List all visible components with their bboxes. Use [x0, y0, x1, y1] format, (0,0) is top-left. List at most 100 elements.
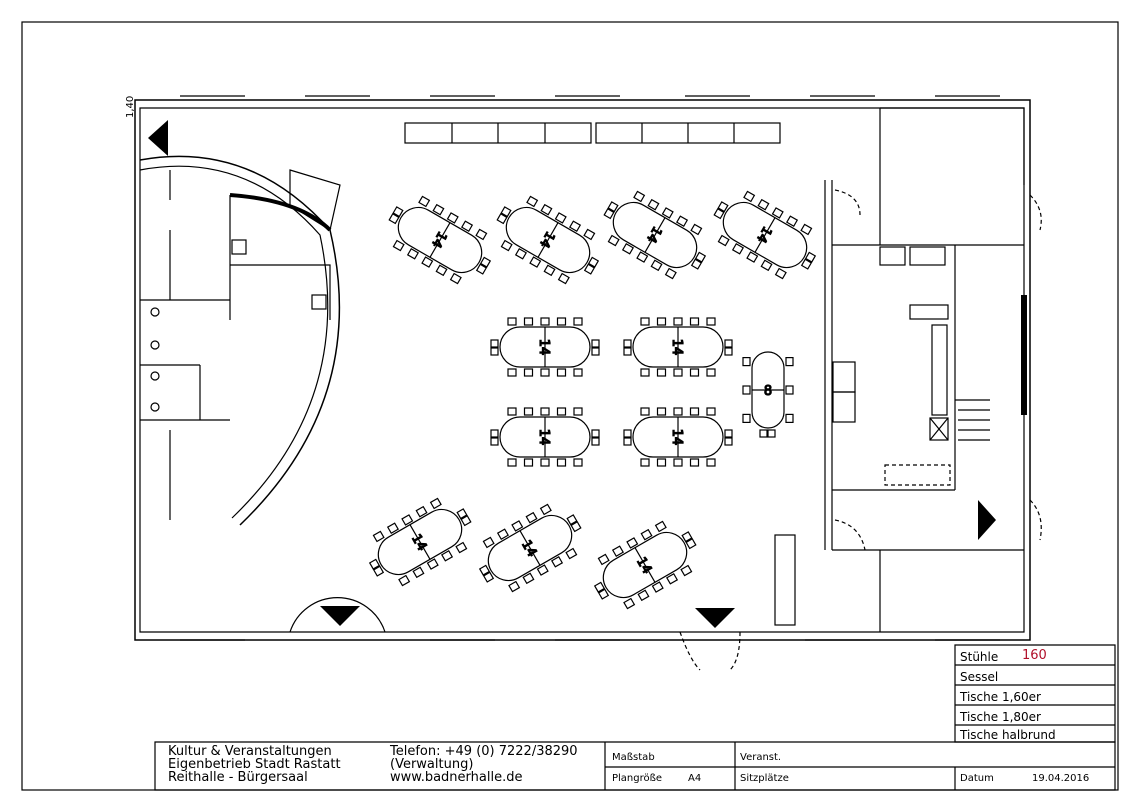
chair: [522, 572, 535, 585]
chair: [623, 597, 636, 610]
chair: [654, 520, 667, 533]
chair: [507, 317, 517, 326]
chair: [760, 259, 773, 272]
chair: [573, 407, 583, 416]
chair: [690, 258, 703, 270]
chair: [680, 564, 693, 577]
table-label: 8: [764, 384, 772, 399]
chair: [636, 251, 649, 263]
chair: [633, 190, 646, 203]
chair: [456, 508, 468, 520]
chair: [511, 520, 524, 532]
chair: [757, 198, 770, 211]
chair: [432, 203, 445, 216]
chair: [566, 514, 578, 526]
org-line-1: Kultur & Veranstaltungen: [168, 744, 332, 759]
chair: [507, 407, 517, 416]
chair: [557, 272, 570, 285]
chair: [673, 407, 683, 416]
chair: [621, 242, 634, 255]
chair: [565, 547, 578, 560]
chair: [640, 528, 653, 541]
table-group: 14: [593, 520, 697, 610]
table-label: 14: [536, 429, 551, 446]
entrance-arrow-icon: [320, 606, 360, 626]
seats-label: Sitzplätze: [740, 773, 789, 784]
chair: [529, 256, 542, 268]
chair: [523, 458, 534, 467]
legend-chairs-label: Stühle: [960, 650, 999, 664]
chair: [569, 220, 582, 233]
chair: [591, 339, 600, 348]
chair: [800, 258, 813, 270]
chair: [623, 339, 632, 348]
chair: [647, 198, 660, 211]
chair: [656, 458, 667, 467]
chair: [415, 505, 428, 518]
plan-size-label: Plangröße: [612, 773, 663, 784]
website-link[interactable]: www.badnerhalle.de: [390, 770, 523, 785]
chair: [623, 429, 632, 438]
table-joint: [634, 547, 656, 583]
chair: [398, 574, 411, 587]
chair: [435, 264, 448, 277]
chair: [681, 531, 693, 543]
plan-size-value: A4: [688, 773, 702, 784]
chair: [392, 239, 405, 252]
chair: [496, 528, 509, 541]
chair: [611, 545, 624, 558]
chair: [406, 247, 419, 260]
table-joint: [409, 524, 431, 560]
chair: [685, 538, 697, 550]
chair: [759, 429, 768, 438]
dimension-label: 1,40: [125, 96, 136, 118]
chair: [490, 339, 499, 348]
chair: [666, 572, 679, 585]
chair: [623, 437, 632, 446]
chair: [372, 530, 385, 543]
chair: [392, 206, 404, 218]
table-joint: [429, 222, 451, 258]
chair: [785, 356, 794, 367]
chair: [523, 317, 534, 326]
legend-tables-180-label: Tische 1,80er: [960, 710, 1041, 724]
chair: [386, 522, 399, 535]
chair: [368, 558, 381, 570]
chair: [441, 549, 454, 562]
exit-arrow-icon: [978, 500, 996, 540]
chair: [429, 497, 442, 510]
chair: [640, 407, 650, 416]
building-walls: [134, 95, 1042, 671]
org-line-2: Eigenbetrieb Stadt Rastatt: [168, 757, 341, 772]
exit-arrow-icon: [148, 120, 168, 156]
chair: [742, 385, 751, 395]
chair: [597, 588, 610, 600]
chair: [694, 251, 707, 263]
phone: Telefon: +49 (0) 7222/38290: [390, 744, 578, 759]
page-frame: [21, 21, 1119, 791]
chair: [479, 256, 492, 268]
table-group: 14: [490, 407, 600, 467]
legend-chairs-value: 160: [1022, 648, 1047, 663]
chair: [746, 251, 759, 263]
table-group: 14: [623, 317, 733, 377]
table-group: 14: [713, 190, 817, 280]
chair: [786, 215, 799, 228]
chair: [673, 458, 683, 467]
chair: [656, 407, 667, 416]
chair: [543, 264, 556, 277]
chair: [800, 223, 813, 236]
table-group: 14: [496, 195, 600, 285]
chair: [455, 541, 468, 554]
chair: [525, 511, 538, 524]
chair: [771, 207, 784, 219]
table-group: 14: [603, 190, 707, 280]
table-group: 14: [388, 195, 492, 285]
chair: [743, 190, 756, 203]
table-joint: [537, 222, 559, 258]
chair: [500, 206, 512, 218]
chair: [570, 521, 582, 533]
chair: [706, 368, 716, 377]
chair: [573, 317, 583, 326]
